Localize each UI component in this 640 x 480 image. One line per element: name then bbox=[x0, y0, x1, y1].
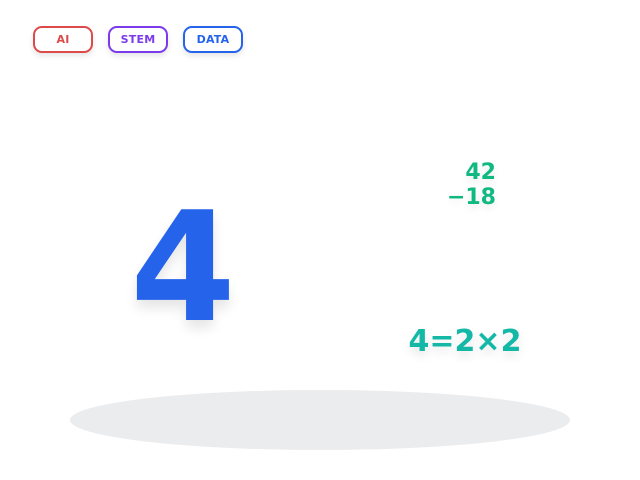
tag-ai[interactable]: AI bbox=[33, 26, 93, 53]
subtraction-problem: 42 −18 bbox=[436, 160, 496, 210]
tag-data[interactable]: DATA bbox=[183, 26, 243, 53]
subtraction-bottom: −18 bbox=[446, 185, 496, 210]
equation: 4=2×2 bbox=[408, 324, 522, 359]
subtraction-top: 42 bbox=[465, 160, 496, 185]
tag-row: AI STEM DATA bbox=[33, 26, 243, 53]
big-digit: 4 bbox=[130, 179, 236, 356]
tag-stem[interactable]: STEM bbox=[108, 26, 168, 53]
pedestal-shadow bbox=[70, 390, 570, 450]
